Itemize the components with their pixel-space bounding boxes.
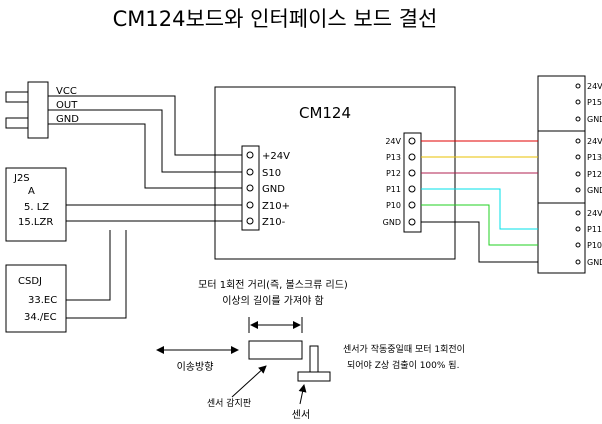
cm124-left-terminals: +24V S10 GND Z10+ Z10-: [246, 151, 290, 228]
wire-nec: [66, 230, 127, 319]
connector-3-pin-p10: P10: [587, 241, 602, 250]
right-connector-2: 24V P13 P12 GND: [537, 130, 602, 204]
sensor-base: [297, 371, 331, 382]
sensor-connector: VCC OUT GND: [5, 81, 79, 139]
left-terminal-z10-minus: Z10-: [262, 217, 286, 228]
right-terminal-gnd: GND: [383, 218, 401, 227]
terminal-screw: [408, 137, 416, 145]
connector-pin-dot: [575, 138, 581, 144]
connector-2-pin-gnd: GND: [587, 186, 602, 195]
wire-green: [421, 204, 538, 246]
connector-pin-dot: [575, 259, 581, 265]
j2s-pin-lzr: 15.LZR: [18, 217, 53, 228]
sensor-plug-upper: [5, 91, 29, 103]
connector-pin-dot: [575, 171, 581, 177]
j2s-pin-lz: 5. LZ: [24, 202, 49, 213]
zphase-note-line2: 되어야 Z상 검출이 100% 됨.: [347, 359, 459, 371]
pitch-note-line2: 이상의 길이를 가져야 함: [222, 294, 324, 307]
csdj-box: [5, 264, 67, 333]
connector-pin-dot: [575, 210, 581, 216]
left-terminal-gnd: GND: [262, 184, 285, 195]
left-terminal-s10: S10: [262, 168, 281, 179]
terminal-screw: [246, 217, 254, 225]
sensor-pin-gnd: GND: [56, 114, 79, 125]
sensor-pin-vcc: VCC: [56, 86, 77, 97]
connector-pin-dot: [575, 226, 581, 232]
terminal-screw: [408, 201, 416, 209]
wire-cyan: [421, 188, 538, 230]
plate-pointer-arrow: [231, 365, 267, 398]
csdj-pin-nec: 34./EC: [24, 312, 57, 323]
wiring-left: [48, 95, 242, 319]
sensor-pointer-arrow: [298, 384, 307, 405]
wire-gnd: [48, 123, 242, 189]
pitch-note-line1: 모터 1회전 거리(즉, 볼스크류 리드): [198, 279, 348, 291]
connector-pin-dot: [575, 154, 581, 160]
connector-pin-dot: [575, 242, 581, 248]
wire-out: [48, 109, 242, 173]
sensor-plate-label: 센서 감지판: [207, 397, 251, 409]
wire-vcc: [48, 95, 242, 156]
connector-pin-dot: [575, 187, 581, 193]
terminal-screw: [246, 168, 254, 176]
terminal-screw: [246, 151, 254, 159]
connector-pin-dot: [575, 116, 581, 122]
j2s-subname: A: [28, 186, 35, 197]
right-terminal-p13: P13: [386, 153, 401, 162]
page-title: CM124보드와 인터페이스 보드 결선: [113, 7, 438, 31]
j2s-name: J2S: [13, 173, 30, 184]
connector-1-pin-p15: P15: [587, 98, 602, 107]
csdj-pin-ec: 33.EC: [28, 295, 57, 306]
left-terminal-24v: +24V: [262, 151, 290, 162]
connector-pin-dot: [575, 99, 581, 105]
terminal-screw: [246, 184, 254, 192]
wire-ec: [66, 230, 111, 301]
connector-2-pin-p13: P13: [587, 153, 602, 162]
zphase-note-line1: 센서가 작동중일때 모터 1회전이: [343, 344, 465, 355]
sensor-plate: [248, 340, 303, 360]
connector-pin-dot: [575, 83, 581, 89]
right-connector-1: 24V P15 GND: [537, 75, 602, 132]
right-terminal-p11: P11: [386, 185, 401, 194]
wire-black: [421, 221, 538, 263]
left-terminal-z10-plus: Z10+: [262, 201, 290, 212]
cm124-right-terminals: 24V P13 P12 P11 P10 GND: [383, 137, 416, 227]
connector-2-pin-24v: 24V: [587, 137, 602, 146]
connector-3-pin-p11: P11: [587, 225, 602, 234]
sensor-body: [309, 345, 319, 373]
sensor-plug-lower: [5, 117, 29, 129]
sensor-connector-body: [27, 81, 49, 139]
right-terminal-p12: P12: [386, 169, 401, 178]
direction-label: 이송방향: [177, 361, 214, 373]
connector-3-pin-24v: 24V: [587, 209, 602, 218]
sensor-pin-out: OUT: [56, 100, 78, 111]
right-terminal-24v: 24V: [385, 137, 401, 146]
right-connector-3: 24V P11 P10 GND: [537, 202, 602, 274]
sensor-label: 센서: [292, 409, 310, 421]
terminal-screw: [408, 153, 416, 161]
cm124-right-terminal-block: [403, 132, 422, 233]
connector-2-pin-p12: P12: [587, 170, 602, 179]
right-terminal-p10: P10: [386, 201, 401, 210]
terminal-screw: [408, 169, 416, 177]
j2s-box: [5, 167, 67, 242]
wiring-right: [421, 140, 538, 263]
connector-1-pin-gnd: GND: [587, 115, 602, 124]
connector-3-pin-gnd: GND: [587, 258, 602, 267]
terminal-screw: [246, 201, 254, 209]
cm124-label: CM124: [299, 104, 351, 122]
terminal-screw: [408, 185, 416, 193]
terminal-screw: [408, 218, 416, 226]
csdj-name: CSDJ: [18, 276, 42, 287]
connector-1-pin-24v: 24V: [587, 82, 602, 91]
